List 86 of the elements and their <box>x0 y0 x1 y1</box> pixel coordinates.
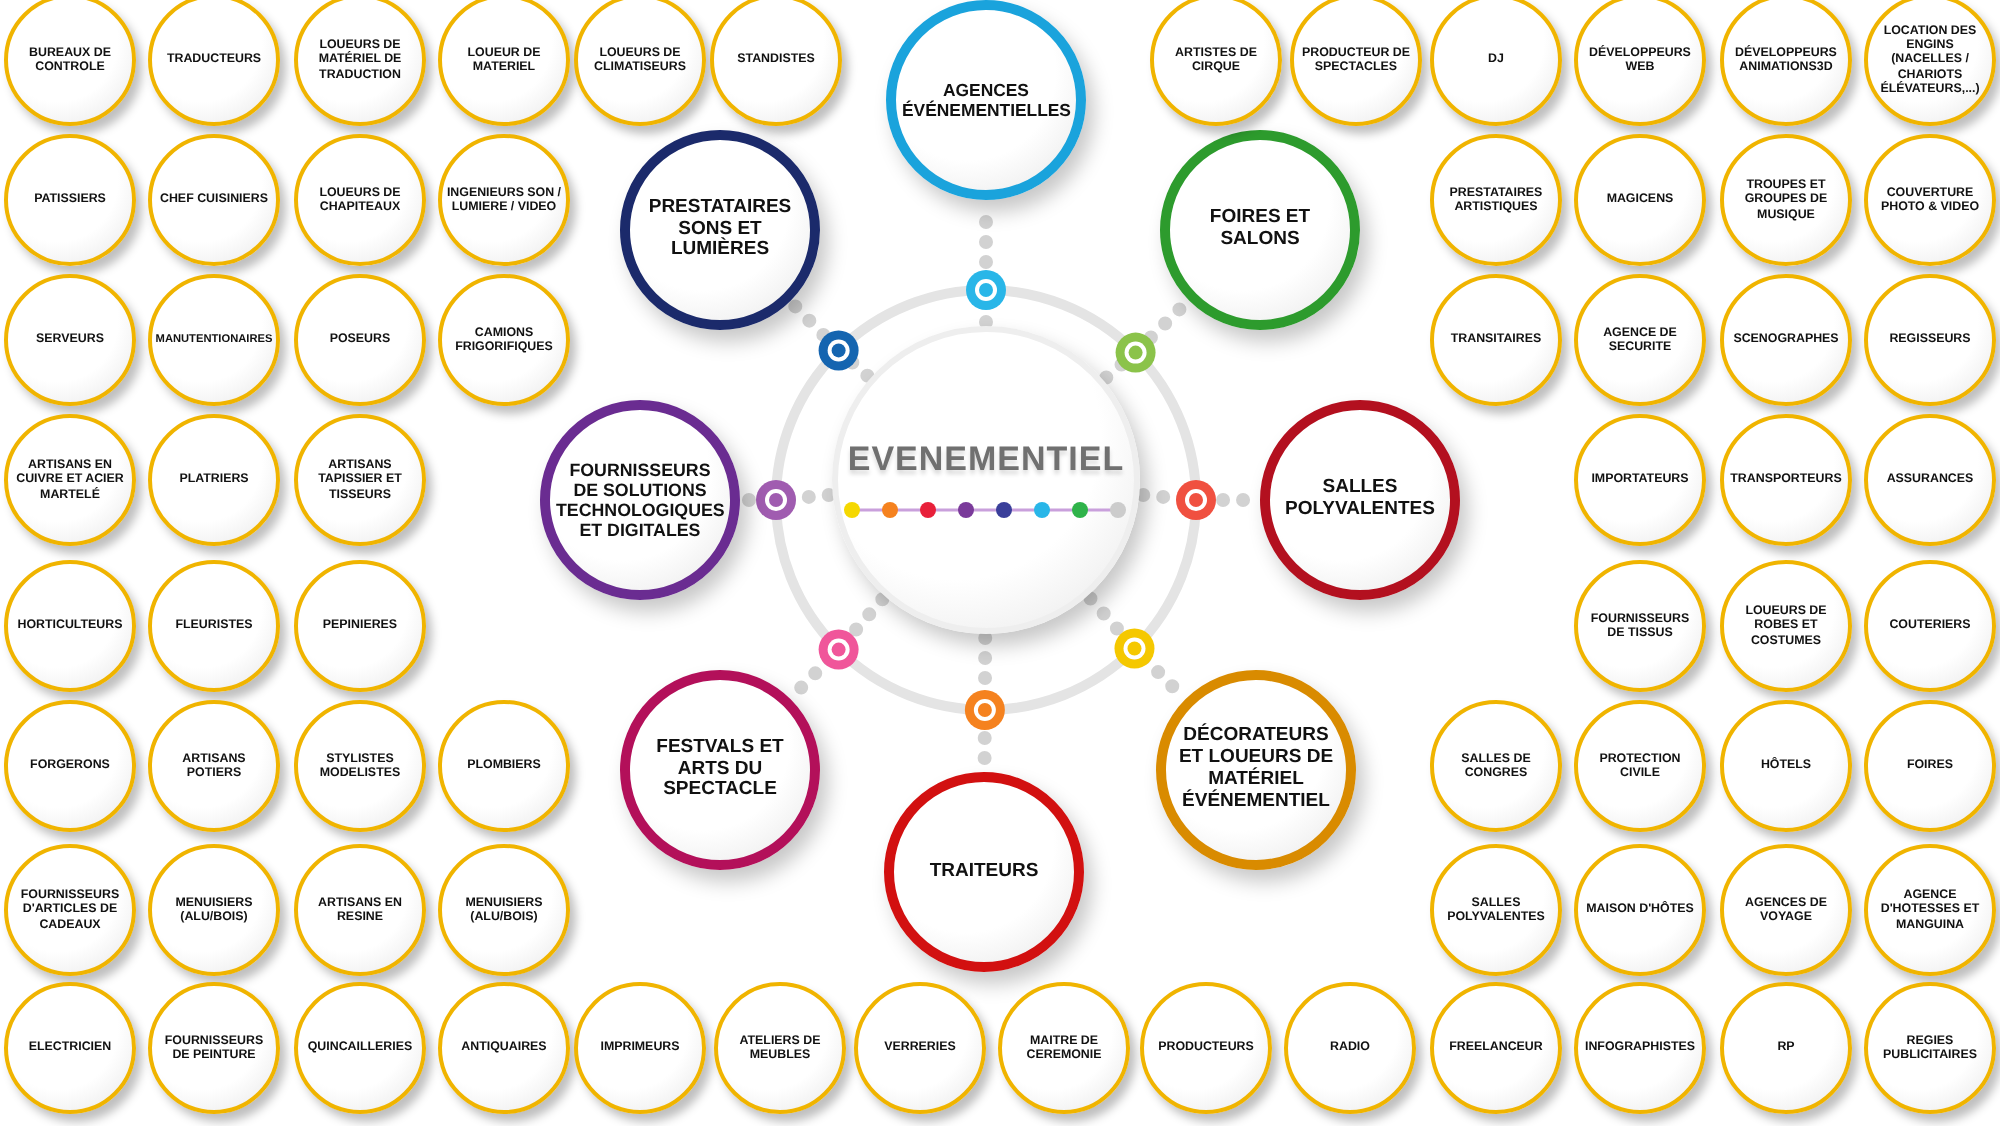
category-circle <box>1864 560 1996 692</box>
category-circle <box>1150 0 1282 126</box>
category-circle <box>1864 134 1996 266</box>
category-circle <box>1574 560 1706 692</box>
category-circle <box>294 414 426 546</box>
category-label: FOURNISSEURS DE SOLUTIONS TECHNOLOGIQUES ET DIGITALES <box>556 459 724 541</box>
category-label: FESTVALS ET ARTS DU SPECTACLE <box>654 737 786 803</box>
hub-title: EVENEMENTIEL <box>847 440 1125 480</box>
category-circle <box>854 982 986 1114</box>
category-circle <box>1864 414 1996 546</box>
category-circle <box>438 274 570 406</box>
category-circle <box>1574 844 1706 976</box>
category-label: SALLES POLYVALENTES <box>1283 478 1437 522</box>
category-circle <box>294 0 426 126</box>
category-circle <box>1430 134 1562 266</box>
category-label: TRAITEURS <box>927 861 1041 883</box>
category-circle <box>1290 0 1422 126</box>
category-circle <box>1430 844 1562 976</box>
category-circle <box>148 982 280 1114</box>
category-label: FOIRES ET SALONS <box>1207 208 1313 252</box>
category-circle <box>148 414 280 546</box>
category-label: PRESTATAIRES SONS ET LUMIÈRES <box>646 197 794 263</box>
central-hub-circle <box>832 326 1140 634</box>
category-circle <box>294 134 426 266</box>
category-circle <box>1430 700 1562 832</box>
category-circle <box>1430 0 1562 126</box>
category-circle <box>4 134 136 266</box>
dotted-connector <box>739 488 836 507</box>
category-circle <box>1284 982 1416 1114</box>
category-circle <box>1720 700 1852 832</box>
main-category-circle <box>886 0 1086 200</box>
category-circle <box>4 700 136 832</box>
main-category-circle <box>1160 130 1360 330</box>
category-circle <box>1720 414 1852 546</box>
category-circle <box>574 0 706 126</box>
category-circle <box>1574 414 1706 546</box>
category-circle <box>1720 560 1852 692</box>
category-circle <box>438 0 570 126</box>
category-circle <box>438 844 570 976</box>
category-circle <box>1574 274 1706 406</box>
category-circle <box>1430 982 1562 1114</box>
category-circle <box>1864 700 1996 832</box>
category-circle <box>1720 0 1852 126</box>
category-circle <box>4 844 136 976</box>
category-circle <box>148 274 280 406</box>
category-circle <box>4 982 136 1114</box>
category-circle <box>1574 982 1706 1114</box>
category-circle <box>1720 982 1852 1114</box>
category-circle <box>1864 274 1996 406</box>
category-circle <box>1140 982 1272 1114</box>
main-category-circle <box>620 130 820 330</box>
category-circle <box>4 274 136 406</box>
category-circle <box>148 844 280 976</box>
category-circle <box>148 0 280 126</box>
category-circle <box>1574 700 1706 832</box>
category-circle <box>1430 274 1562 406</box>
category-circle <box>1574 0 1706 126</box>
category-circle <box>438 700 570 832</box>
category-circle <box>438 134 570 266</box>
category-circle <box>1574 134 1706 266</box>
dotted-connector <box>1099 297 1192 385</box>
category-circle <box>294 700 426 832</box>
category-circle <box>1864 844 1996 976</box>
category-circle <box>1720 274 1852 406</box>
category-circle <box>294 844 426 976</box>
category-circle <box>714 982 846 1114</box>
category-circle <box>998 982 1130 1114</box>
category-circle <box>148 700 280 832</box>
category-circle <box>1720 844 1852 976</box>
category-circle <box>294 274 426 406</box>
category-circle <box>148 134 280 266</box>
category-circle <box>438 982 570 1114</box>
dotted-connector <box>787 298 875 383</box>
category-circle <box>4 414 136 546</box>
category-label: AGENCES ÉVÉNEMENTIELLES <box>902 80 1070 120</box>
category-circle <box>710 0 842 126</box>
category-circle <box>4 560 136 692</box>
category-circle <box>1864 0 1996 126</box>
category-circle <box>294 560 426 692</box>
category-circle <box>148 560 280 692</box>
category-circle <box>4 0 136 126</box>
category-label: DÉCORATEURS ET LOUEURS DE MATÉRIEL ÉVÉNEMENTIEL <box>1176 726 1336 814</box>
category-circle <box>1864 982 1996 1114</box>
category-circle <box>574 982 706 1114</box>
category-circle <box>294 982 426 1114</box>
category-circle <box>1720 134 1852 266</box>
